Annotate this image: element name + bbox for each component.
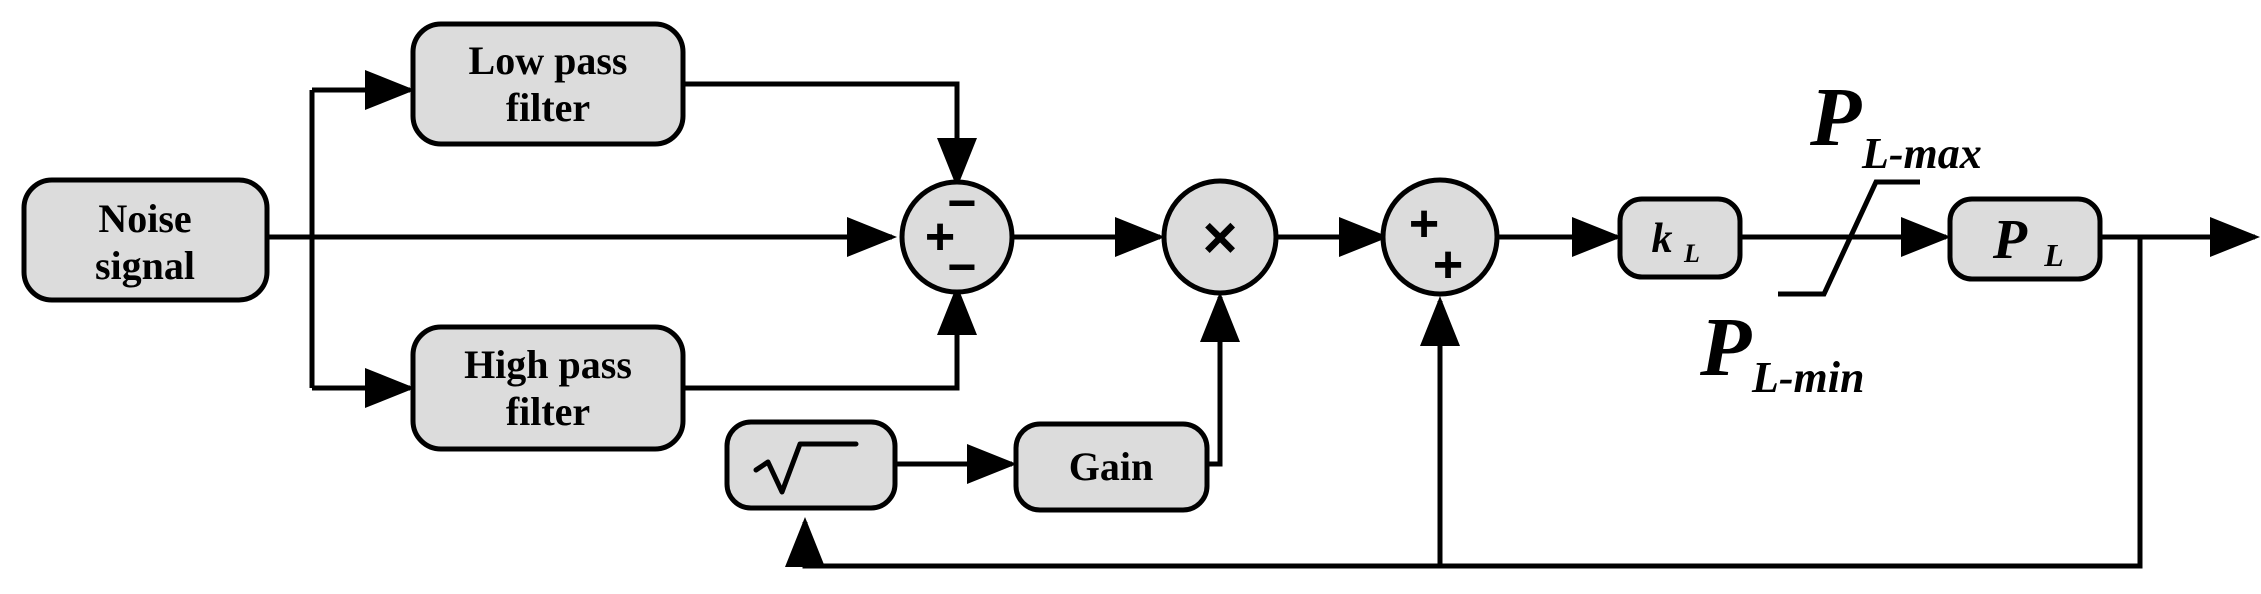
sum2-bottom-sign: + (1433, 236, 1463, 294)
sqrt-icon (753, 441, 859, 495)
PL-block: P L (1947, 196, 2103, 282)
kL-sub: L (1683, 239, 1700, 268)
saturation-limiter (1778, 179, 1920, 297)
high-pass-filter-block: High pass filter (410, 324, 686, 452)
sum1-left-sign: + (925, 208, 955, 266)
kL-base: k (1652, 216, 1673, 262)
sum-junction-1: + − − (899, 175, 1015, 295)
limit-min-sub: L-min (1751, 353, 1864, 402)
limit-min-base: P (1699, 301, 1752, 394)
noise-signal-label-line1: Noise (98, 196, 191, 241)
sum1-bottom-sign: − (947, 239, 976, 295)
multiplier-junction: × (1161, 178, 1279, 296)
sqrt-block (724, 419, 898, 511)
limit-max-sub: L-max (1861, 129, 1982, 178)
gain-block: Gain (1013, 421, 1210, 513)
multiply-icon: × (1202, 204, 1237, 271)
wire-feedback-loop (785, 237, 2143, 569)
low-pass-label-line1: Low pass (469, 38, 628, 83)
sum1-top-sign: − (947, 175, 976, 231)
PL-base: P (1992, 209, 2028, 271)
PL-sub: L (2043, 237, 2064, 273)
noise-signal-block: Noise signal (21, 177, 270, 303)
kL-block: k L (1617, 196, 1743, 280)
high-pass-label-line1: High pass (464, 342, 632, 387)
sum-junction-2: + + (1380, 177, 1500, 297)
gain-label: Gain (1069, 444, 1153, 489)
wire-low-pass-to-sum1 (683, 81, 977, 188)
wire-high-pass-to-sum1 (683, 285, 977, 391)
limit-min-label: P L-min (1699, 301, 1864, 402)
high-pass-label-line2: filter (506, 389, 590, 434)
sum2-left-sign: + (1409, 195, 1439, 253)
noise-signal-label-line2: signal (95, 243, 195, 288)
wire-gain-to-multiplier (1200, 292, 1240, 467)
limit-max-label: P L-max (1809, 71, 1982, 178)
low-pass-filter-block: Low pass filter (410, 21, 686, 147)
low-pass-label-line2: filter (506, 85, 590, 130)
limit-max-base: P (1809, 71, 1862, 164)
